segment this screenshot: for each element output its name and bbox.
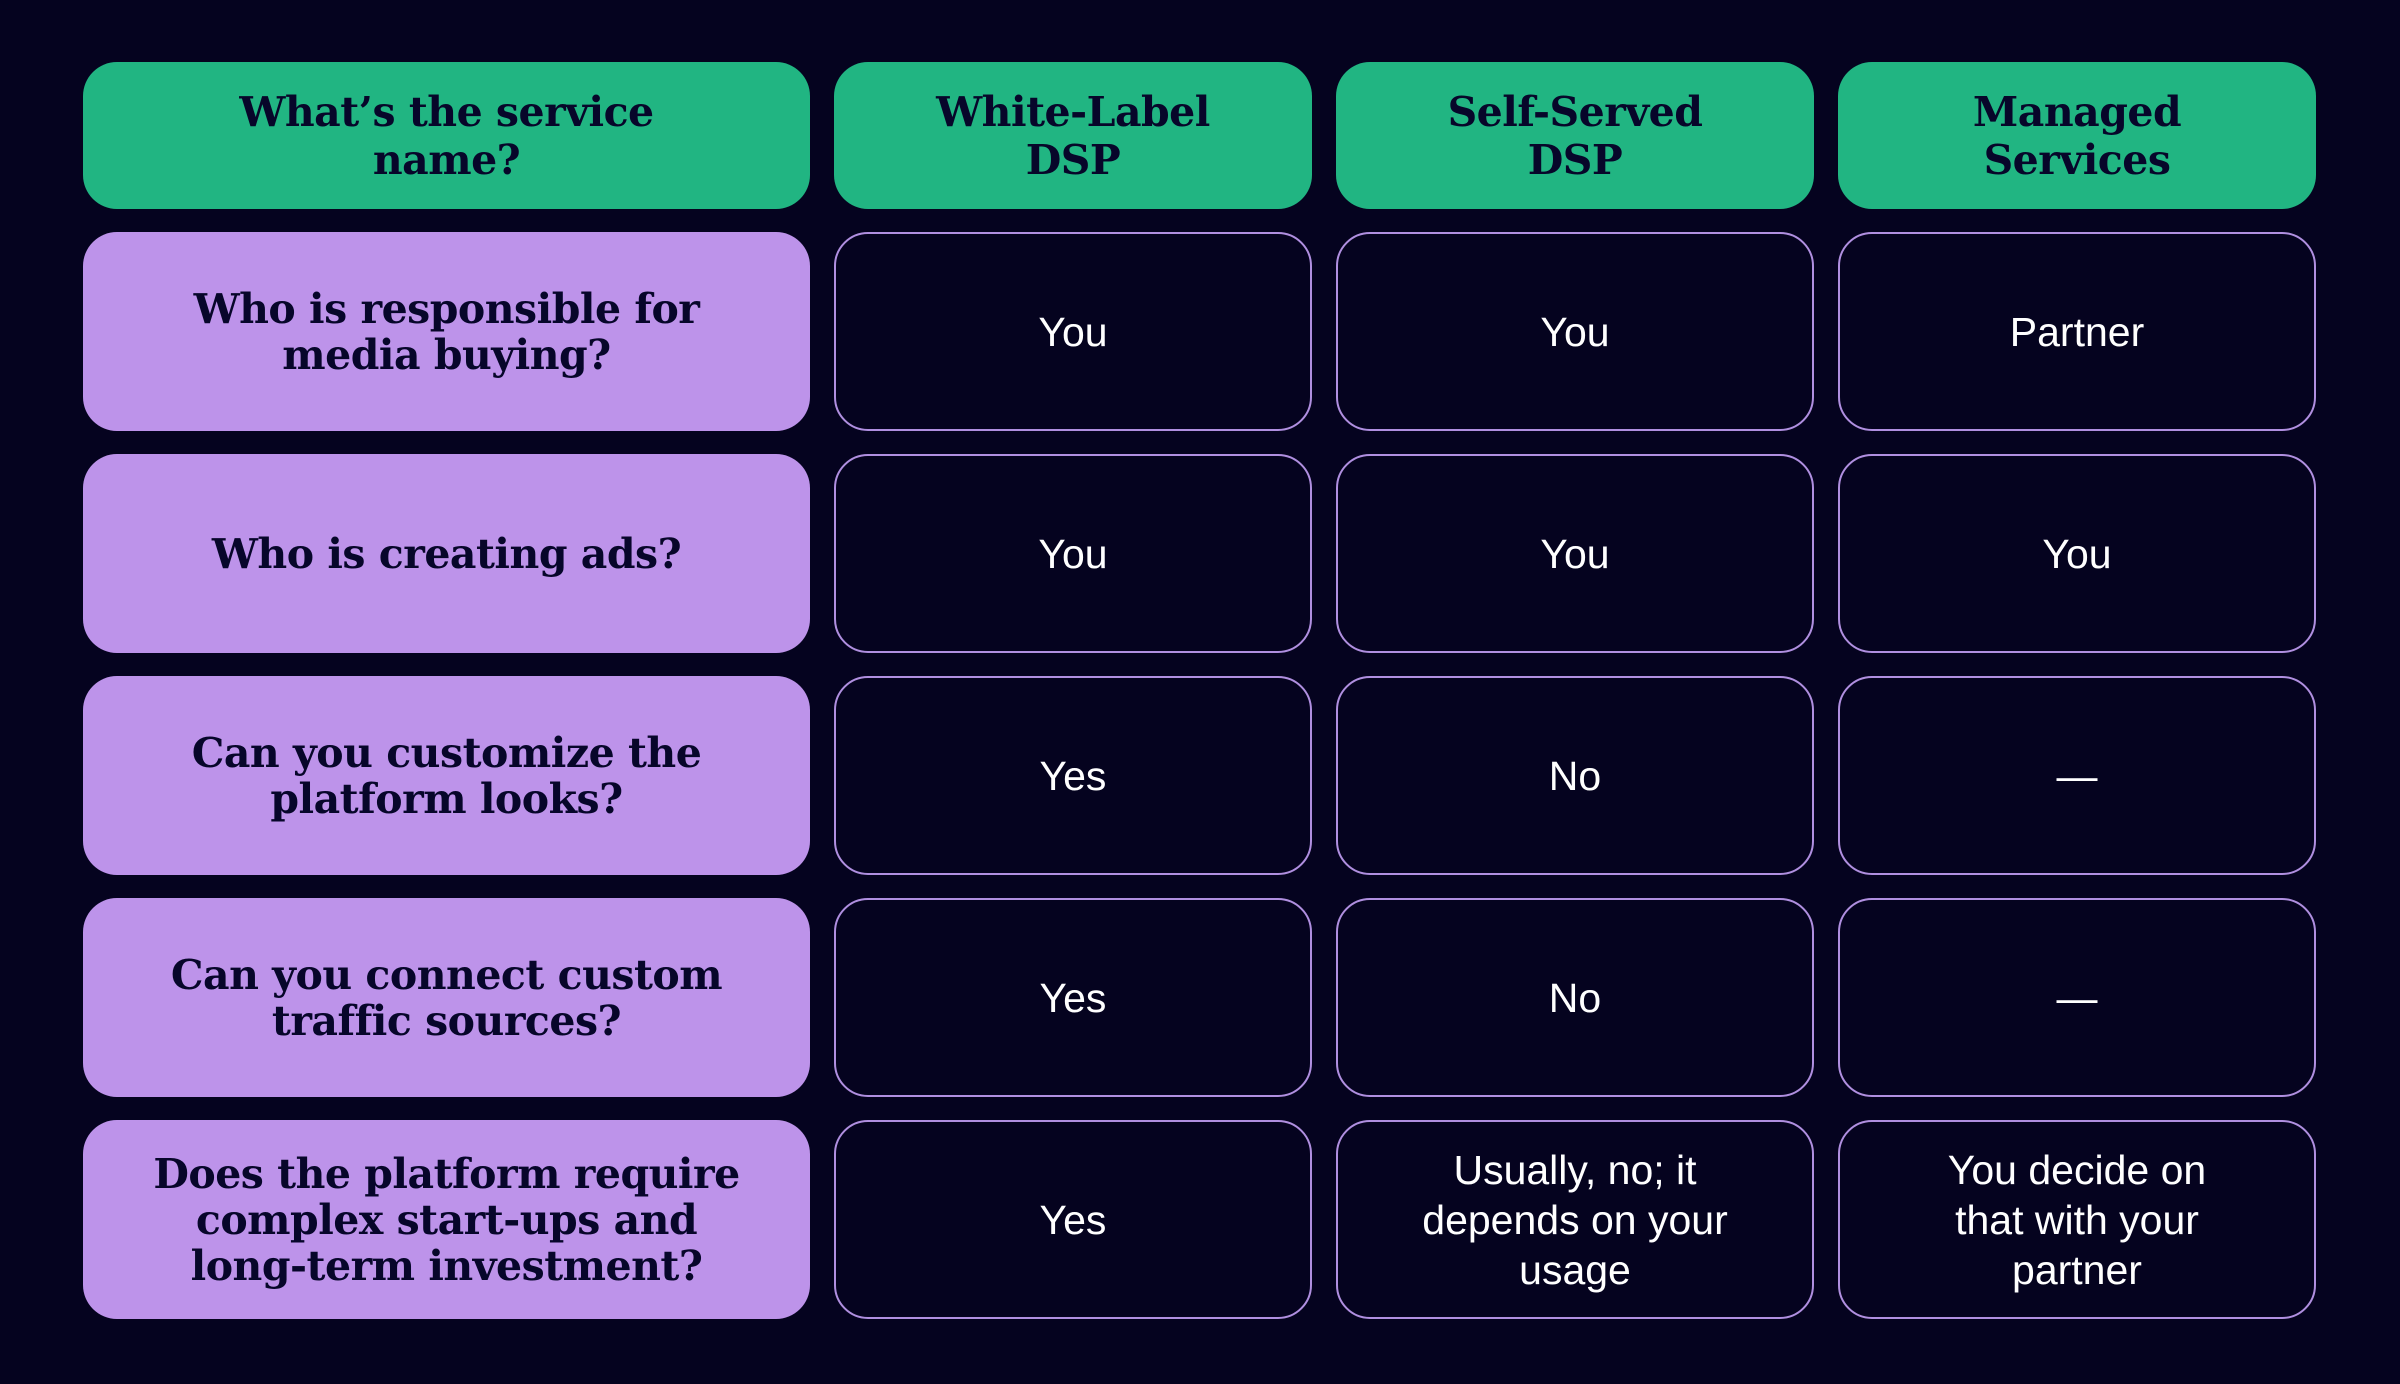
answer-self-served: No — [1336, 676, 1814, 875]
answer-managed: You — [1838, 454, 2316, 653]
answer-text: No — [1548, 974, 1602, 1021]
header-managed-services: Managed Services — [1838, 62, 2316, 209]
answer-text: Usually, no; it depends on your usage — [1422, 1146, 1728, 1293]
answer-white-label: You — [834, 454, 1312, 653]
header-self-served-dsp: Self-Served DSP — [1336, 62, 1814, 209]
question-cell: Can you connect custom traffic sources? — [83, 898, 810, 1097]
header-label: White-Label DSP — [936, 87, 1210, 184]
header-label: Self-Served DSP — [1447, 87, 1703, 184]
answer-text: Partner — [2009, 308, 2145, 355]
answer-self-served: You — [1336, 232, 1814, 431]
answer-self-served: No — [1336, 898, 1814, 1097]
answer-text: — — [2056, 752, 2098, 799]
answer-white-label: Yes — [834, 898, 1312, 1097]
answer-self-served: Usually, no; it depends on your usage — [1336, 1120, 1814, 1319]
answer-white-label: You — [834, 232, 1312, 431]
answer-text: You decide on that with your partner — [1947, 1146, 2207, 1293]
answer-text: You — [1038, 530, 1108, 577]
answer-self-served: You — [1336, 454, 1814, 653]
answer-white-label: Yes — [834, 676, 1312, 875]
answer-white-label: Yes — [834, 1120, 1312, 1319]
question-text: Who is creating ads? — [211, 529, 682, 578]
header-service-name: What’s the service name? — [83, 62, 810, 209]
answer-text: Yes — [1039, 974, 1107, 1021]
answer-text: You — [1540, 530, 1610, 577]
answer-text: Yes — [1039, 1196, 1107, 1243]
question-text: Does the platform require complex start-… — [153, 1149, 740, 1290]
answer-text: Yes — [1039, 752, 1107, 799]
question-text: Can you connect custom traffic sources? — [170, 950, 723, 1045]
answer-text: You — [2042, 530, 2112, 577]
question-cell: Who is responsible for media buying? — [83, 232, 810, 431]
answer-managed: — — [1838, 676, 2316, 875]
question-text: Who is responsible for media buying? — [193, 284, 700, 379]
answer-text: You — [1540, 308, 1610, 355]
answer-text: No — [1548, 752, 1602, 799]
header-white-label-dsp: White-Label DSP — [834, 62, 1312, 209]
question-cell: Who is creating ads? — [83, 454, 810, 653]
header-label: Managed Services — [1972, 87, 2182, 184]
header-label: What’s the service name? — [239, 87, 654, 184]
comparison-table: What’s the service name? White-Label DSP… — [83, 62, 2316, 1319]
answer-managed: You decide on that with your partner — [1838, 1120, 2316, 1319]
answer-managed: Partner — [1838, 232, 2316, 431]
question-cell: Does the platform require complex start-… — [83, 1120, 810, 1319]
question-text: Can you customize the platform looks? — [191, 728, 702, 823]
answer-managed: — — [1838, 898, 2316, 1097]
question-cell: Can you customize the platform looks? — [83, 676, 810, 875]
answer-text: — — [2056, 974, 2098, 1021]
answer-text: You — [1038, 308, 1108, 355]
